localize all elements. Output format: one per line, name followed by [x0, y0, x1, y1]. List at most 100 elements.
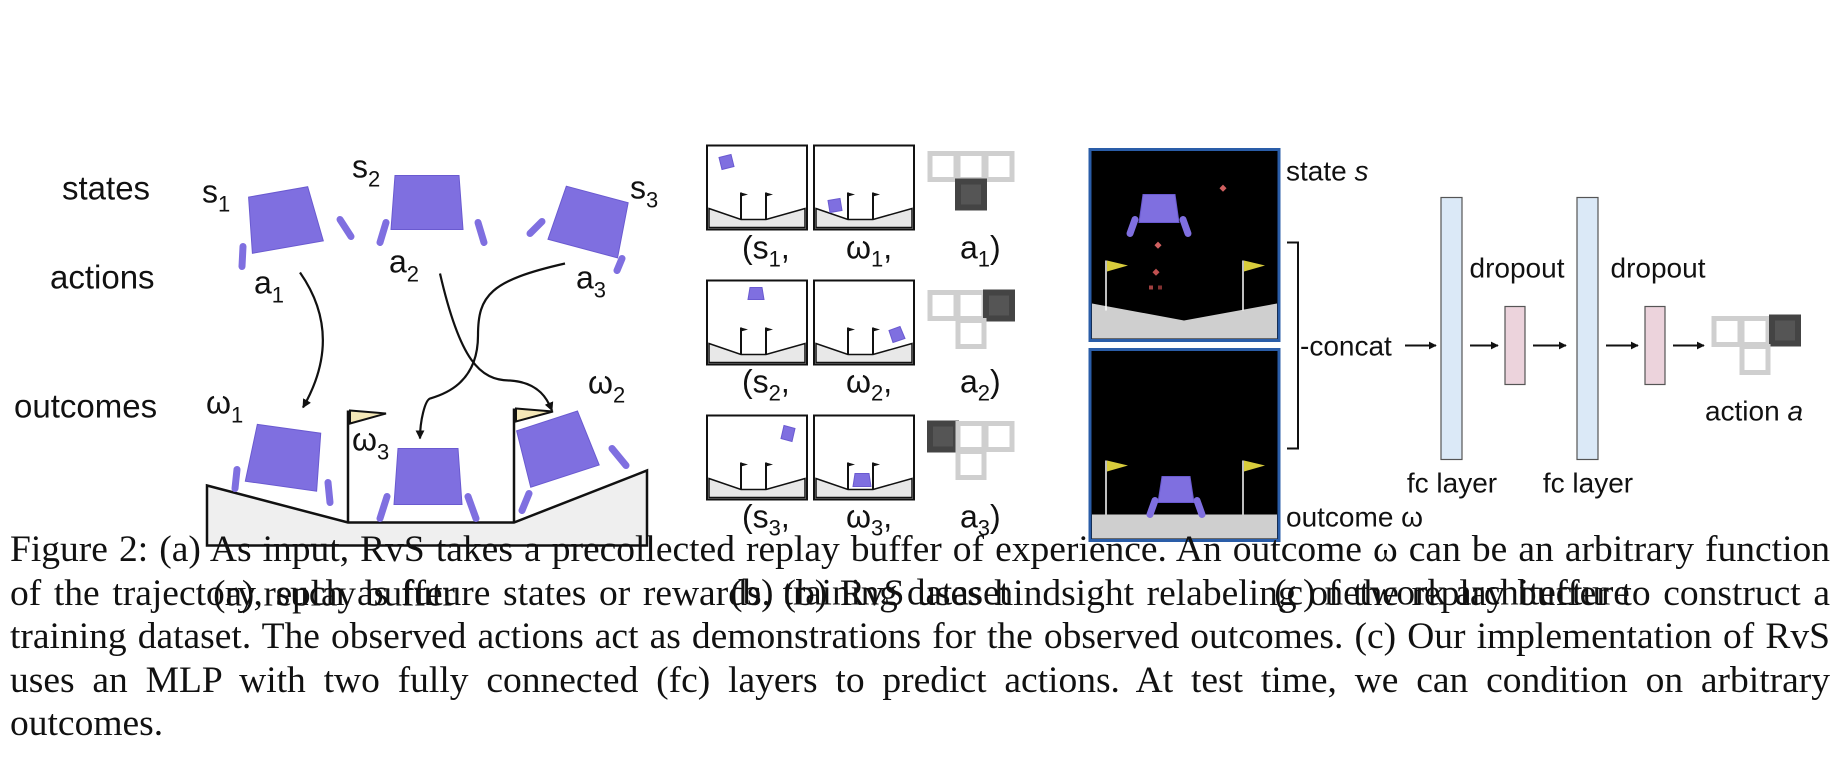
thrust-leg: [376, 219, 390, 246]
tuple-a2: a2): [960, 364, 1001, 406]
thrust-leg: [376, 493, 391, 522]
action-grid-a1: [927, 151, 1015, 211]
screen-flag: [1107, 260, 1128, 272]
dataset-row-3: (s3, ω3, a3): [706, 414, 1015, 541]
tuple-a3: a3): [960, 499, 1001, 541]
screen-flag: [1107, 460, 1128, 472]
thumb-flag-head: [848, 327, 855, 332]
fc-layer-1: [1440, 196, 1463, 461]
dropout-1-label: dropout: [1470, 253, 1565, 284]
thrust-leg: [608, 445, 630, 469]
action-label-a1: a1: [254, 265, 284, 308]
screen-terrain: [1092, 303, 1277, 339]
thrust-leg: [613, 255, 626, 274]
caption-a: (a) replay buffer: [213, 574, 455, 615]
screen-flag: [1244, 260, 1265, 272]
lander-outcome-2: [516, 410, 600, 488]
thrust-leg: [324, 479, 334, 506]
thrust-leg: [1179, 216, 1192, 237]
figure-caption: Figure 2: (a) As input, RvS takes a prec…: [10, 529, 1830, 744]
tuple-w2: ω2,: [846, 364, 892, 406]
thumb-lander: [780, 424, 796, 443]
outcome-label-w3: ω3: [352, 422, 389, 465]
thrust-leg: [464, 493, 480, 522]
caption-b: (b) training dataset: [730, 573, 1010, 614]
thumb-flag-head: [741, 462, 748, 467]
thumb-flag-head: [741, 192, 748, 197]
outcome-label-w1: ω1: [206, 385, 243, 428]
thrust-leg: [474, 219, 488, 246]
thrust-leg: [336, 216, 355, 240]
action-label: action a: [1705, 396, 1803, 427]
tuple-s2: (s2,: [742, 364, 790, 406]
dropout-2-label: dropout: [1611, 253, 1706, 284]
thrust-leg: [238, 243, 247, 270]
outcome-screen: [1088, 348, 1281, 542]
state-label-s2: s2: [352, 149, 380, 192]
dataset-row-2: (s2, ω2, a2): [706, 279, 1015, 406]
flag-right: [515, 407, 554, 423]
tuple-s3: (s3,: [742, 499, 790, 541]
arrow-a2-to-w2: [438, 273, 554, 412]
lander-state-3: [547, 185, 629, 259]
action-grid-a2: [927, 289, 1015, 349]
panel-c-network-architecture: state s outcome ω -concat fc layer dropo…: [1088, 148, 1803, 614]
thumb-flag-head: [766, 327, 773, 332]
action-grid-output: [1711, 314, 1801, 375]
tuple-w3: ω3,: [846, 499, 892, 541]
thumb-flag-head: [766, 192, 773, 197]
state-label-s1: s1: [202, 174, 230, 217]
arrow-a1-to-w1: [299, 271, 324, 409]
state-label: state s: [1286, 156, 1368, 187]
row-label-actions: actions: [50, 259, 155, 296]
particle: [1158, 285, 1162, 290]
thrust-leg: [1193, 497, 1206, 518]
thrust-leg: [231, 466, 241, 492]
thrust-leg: [518, 490, 533, 514]
action-label-a3: a3: [576, 260, 606, 303]
fc-layer-2: [1576, 196, 1599, 461]
concat-bracket: [1287, 241, 1299, 450]
tuple-w1: ω1,: [846, 230, 892, 272]
thumb-lander: [747, 287, 765, 300]
state-label-s3: s3: [630, 170, 658, 213]
thumb-flag-head: [848, 192, 855, 197]
fc-layer-2-label: fc layer: [1543, 468, 1633, 499]
thrust-leg: [1146, 497, 1159, 518]
tuple-s1: (s1,: [742, 230, 790, 272]
action-grid-a3: [927, 420, 1015, 480]
row-label-states: states: [62, 170, 150, 207]
outcome-label-w2: ω2: [588, 365, 625, 408]
screen-terrain: [1092, 514, 1277, 539]
row-label-outcomes: outcomes: [14, 388, 157, 425]
lander-outcome-1: [244, 423, 322, 492]
screen-lander: [1157, 476, 1195, 503]
thumb-flag-head: [848, 462, 855, 467]
thrust-leg: [1126, 216, 1139, 237]
thumb-lander: [827, 197, 843, 214]
panel-b-training-dataset: (s1, ω1, a1) (s: [706, 144, 1015, 614]
concat-label: -concat: [1300, 331, 1392, 362]
thumb-flag-head: [873, 462, 880, 467]
thumb-flag-head: [741, 327, 748, 332]
dataset-row-1: (s1, ω1, a1): [706, 144, 1015, 272]
lander-outcome-3: [393, 448, 463, 505]
thumb-flag-head: [873, 327, 880, 332]
flag-left: [349, 409, 387, 425]
screen-flag: [1244, 460, 1265, 472]
thumb-flag-head: [766, 462, 773, 467]
fc-layer-1-label: fc layer: [1407, 468, 1497, 499]
arrow-a3-to-w3: [415, 262, 566, 440]
action-label-a2: a2: [389, 244, 419, 287]
lander-state-2: [390, 175, 464, 230]
thumb-flag-head: [873, 192, 880, 197]
thumb-lander: [718, 153, 735, 171]
thrust-leg: [526, 218, 546, 237]
lander-state-1: [248, 186, 324, 254]
particle: [1149, 285, 1153, 290]
dropout-1: [1504, 305, 1526, 386]
state-screen: [1088, 148, 1281, 342]
caption-c: (c) network architecture: [1274, 573, 1629, 614]
panel-a-replay-buffer: states actions outcomes s1 s2 s3 a1 a2 a…: [14, 149, 658, 615]
